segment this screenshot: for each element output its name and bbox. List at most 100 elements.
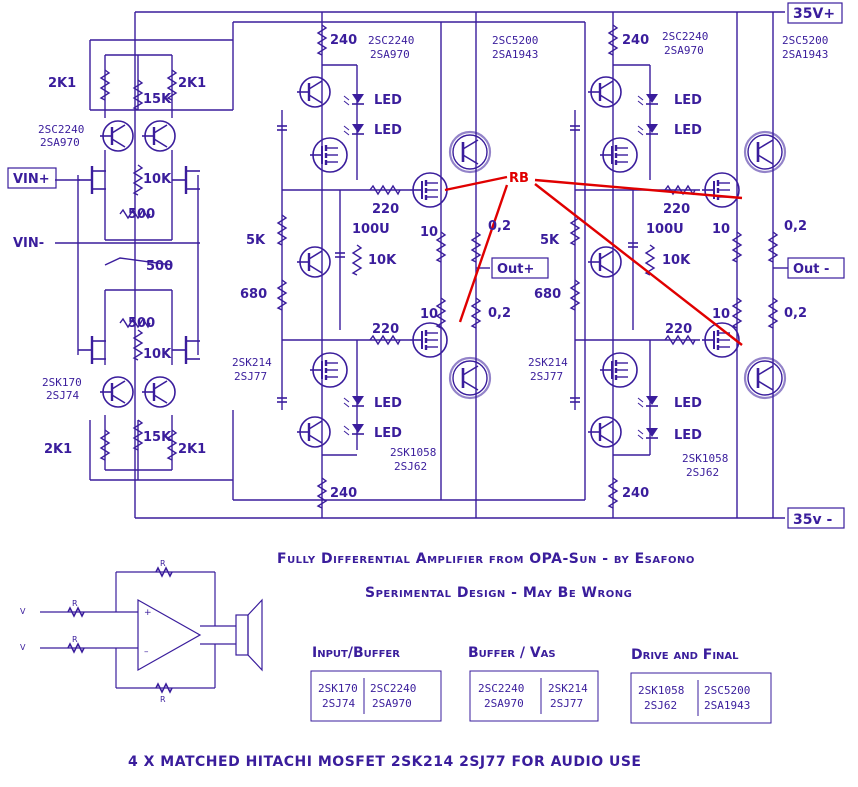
table-1-left-2: 2SJ74: [322, 697, 355, 710]
vas-l-mosfet-2: 2SJ77: [234, 370, 267, 383]
vas-r-mosfet-2: 2SJ77: [530, 370, 563, 383]
vas-r-driver-top-1: 2SC2240: [662, 30, 708, 43]
sub-title: Sperimental Design - May Be Wrong: [365, 585, 632, 601]
table-3-left-1: 2SK1058: [638, 684, 684, 697]
out-r-r-02-top: 0,2: [784, 219, 807, 234]
vas-l-driver-bot-1: 2SK1058: [390, 446, 436, 459]
opamp-rg-top: R: [72, 599, 78, 608]
table-2-left-2: 2SA970: [484, 697, 524, 710]
vas-l-led-1: LED: [374, 93, 402, 108]
table-2-right-1: 2SK214: [548, 682, 588, 695]
out-minus-label: Out -: [793, 262, 829, 277]
vas-r-r-220-top: 220: [663, 202, 690, 217]
out-plus-label: Out+: [497, 262, 534, 277]
vas-r-driver-bot-1: 2SK1058: [682, 452, 728, 465]
rb-label: RB: [509, 171, 529, 186]
table-3-heading: Drive and Final: [631, 647, 739, 663]
out-plus-box: [491, 257, 549, 279]
vas-l-led-4: LED: [374, 426, 402, 441]
table-2-box: [469, 670, 599, 722]
vas-l-r-220-top: 220: [372, 202, 399, 217]
table-1-right-2: 2SA970: [372, 697, 412, 710]
input-r-15k-top: 15K: [143, 92, 172, 107]
out-r-r-10-top: 10: [712, 222, 730, 237]
out-l-final-2: 2SA1943: [492, 48, 538, 61]
vin-plus-box: [7, 167, 57, 189]
opamp-rf-bot: R: [160, 695, 166, 704]
input-r-2k1-bl: 2K1: [44, 442, 72, 457]
input-stage: [76, 69, 202, 461]
opamp-vin-plus: V: [20, 607, 26, 616]
vas-l-r-240-bot: 240: [330, 486, 357, 501]
input-jfet-pair-1: 2SK170: [42, 376, 82, 389]
rb-markers: [444, 175, 743, 346]
vas-l-driver-top-2: 2SA970: [370, 48, 410, 61]
vin-plus-label: VIN+: [13, 172, 50, 187]
vas-r-cap-100u: 100U: [646, 222, 684, 237]
table-3-right-1: 2SC5200: [704, 684, 750, 697]
opamp-plus: +: [144, 608, 152, 618]
footer-note: 4 X MATCHED HITACHI MOSFET 2SK214 2SJ77 …: [128, 754, 642, 770]
rail-negative-label: 35v -: [793, 512, 832, 528]
input-r-15k-bot: 15K: [143, 430, 172, 445]
vas-l-cap-100u: 100U: [352, 222, 390, 237]
input-r-10k-bot: 10K: [143, 347, 172, 362]
input-r-2k1-br: 2K1: [178, 442, 206, 457]
input-r-500-mid: 500: [146, 259, 173, 274]
vas-r-led-4: LED: [674, 428, 702, 443]
table-3-right-2: 2SA1943: [704, 699, 750, 712]
vas-l-driver-top-1: 2SC2240: [368, 34, 414, 47]
rail-negative-box: [787, 507, 845, 529]
vas-r-r-10k: 10K: [662, 253, 691, 268]
vas-l-r-680: 680: [240, 287, 267, 302]
vas-l-led-3: LED: [374, 396, 402, 411]
input-top-pair-2: 2SA970: [40, 136, 80, 149]
vas-r-led-2: LED: [674, 123, 702, 138]
input-jfet-pair-2: 2SJ74: [46, 389, 79, 402]
main-title: Fully Differential Amplifier from OPA-Su…: [277, 551, 695, 567]
table-2-right-2: 2SJ77: [550, 697, 583, 710]
vas-l-mosfet-1: 2SK214: [232, 356, 272, 369]
input-r-500-top: 500: [128, 207, 155, 222]
out-l-r-02-top: 0,2: [488, 219, 511, 234]
out-l-r-10-bot: 10: [420, 307, 438, 322]
vas-l-r-240-top: 240: [330, 33, 357, 48]
out-l-final-1: 2SC5200: [492, 34, 538, 47]
vas-r-mosfet-1: 2SK214: [528, 356, 568, 369]
vas-r-led-3: LED: [674, 396, 702, 411]
vas-r-r-5k: 5K: [540, 233, 560, 248]
out-l-r-02-bot: 0,2: [488, 306, 511, 321]
out-r-r-02-bot: 0,2: [784, 306, 807, 321]
rail-positive-label: 35V+: [793, 6, 835, 22]
opamp-rf-top: R: [160, 559, 166, 568]
opamp-minus: –: [144, 647, 149, 657]
vas-r-r-240-top: 240: [622, 33, 649, 48]
vas-l-r-10k: 10K: [368, 253, 397, 268]
input-top-pair-1: 2SC2240: [38, 123, 84, 136]
vas-r-led-1: LED: [674, 93, 702, 108]
rail-positive-box: [787, 2, 843, 24]
vas-r-r-680: 680: [534, 287, 561, 302]
table-3-left-2: 2SJ62: [644, 699, 677, 712]
vas-l-led-2: LED: [374, 123, 402, 138]
vas-l-driver-bot-2: 2SJ62: [394, 460, 427, 473]
table-2-heading: Buffer / Vas: [468, 645, 556, 661]
out-r-r-10-bot: 10: [712, 307, 730, 322]
vas-l-r-220-bot: 220: [372, 322, 399, 337]
table-1-box: [310, 670, 442, 722]
table-1-left-1: 2SK170: [318, 682, 358, 695]
table-3-box: [630, 672, 772, 724]
input-r-500-bot: 500: [128, 316, 155, 331]
out-minus-box: [787, 257, 845, 279]
table-1-right-1: 2SC2240: [370, 682, 416, 695]
out-r-final-2: 2SA1943: [782, 48, 828, 61]
wiring: [55, 11, 788, 519]
opamp-schematic: [40, 566, 263, 694]
vin-minus-label: VIN-: [13, 236, 44, 251]
input-r-2k1-tl: 2K1: [48, 76, 76, 91]
out-r-final-1: 2SC5200: [782, 34, 828, 47]
opamp-rg-bot: R: [72, 635, 78, 644]
input-r-2k1-tr: 2K1: [178, 76, 206, 91]
table-2-left-1: 2SC2240: [478, 682, 524, 695]
